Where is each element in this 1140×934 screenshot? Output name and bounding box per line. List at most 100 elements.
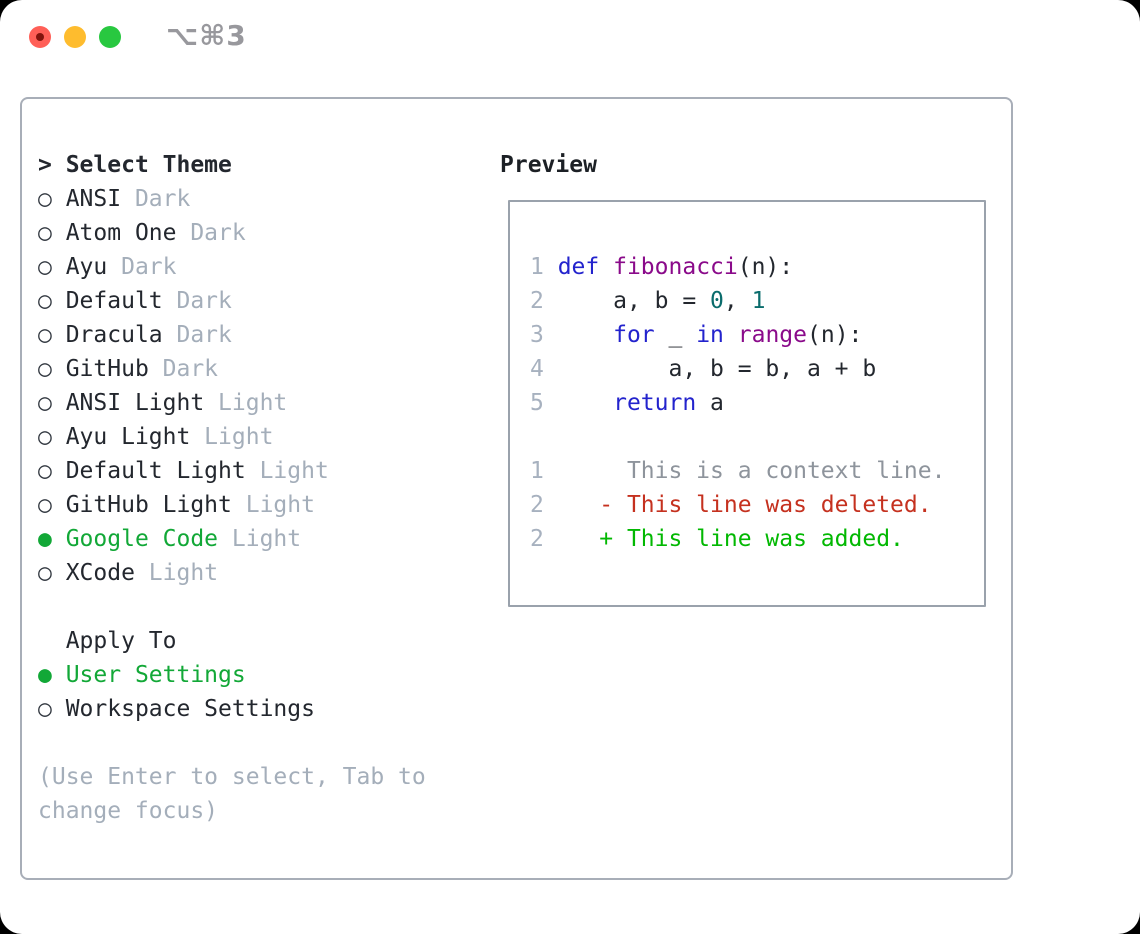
theme-name: Default Light bbox=[65, 458, 246, 484]
radio-icon: ○ bbox=[38, 322, 66, 348]
radio-icon: ○ bbox=[38, 220, 66, 246]
line-number: 2 bbox=[530, 288, 558, 314]
theme-variant-tag: Light bbox=[231, 492, 315, 518]
close-dot-icon bbox=[36, 33, 44, 41]
theme-variant-tag: Dark bbox=[121, 186, 191, 212]
code-token-add: + This line was added. bbox=[557, 526, 904, 552]
theme-name: Ayu Light bbox=[65, 424, 191, 450]
close-button[interactable] bbox=[29, 26, 51, 48]
theme-selector-column: > Select Theme○ ANSI Dark○ Atom One Dark… bbox=[38, 148, 426, 828]
theme-name: GitHub bbox=[65, 356, 149, 382]
spacer bbox=[38, 590, 426, 624]
theme-list-title: Select Theme bbox=[65, 152, 232, 178]
theme-option-default-dark[interactable]: ○ Default Dark bbox=[38, 284, 426, 318]
theme-option-ansi-light-light[interactable]: ○ ANSI Light Light bbox=[38, 386, 426, 420]
line-number: 3 bbox=[530, 322, 558, 348]
line-number: 2 bbox=[530, 526, 558, 552]
prompt-icon: > bbox=[38, 152, 66, 178]
theme-name: Atom One bbox=[65, 220, 177, 246]
theme-name: Default bbox=[65, 288, 163, 314]
theme-option-ayu-light-light[interactable]: ○ Ayu Light Light bbox=[38, 420, 426, 454]
code-token-lit: 1 bbox=[751, 288, 766, 314]
radio-icon: ○ bbox=[38, 288, 66, 314]
window-shortcut-label: ⌥⌘3 bbox=[166, 19, 247, 53]
code-line: 1 This is a context line. bbox=[530, 454, 945, 488]
code-token-kw: return bbox=[613, 390, 697, 416]
line-number: 5 bbox=[530, 390, 558, 416]
radio-icon: ○ bbox=[38, 492, 66, 518]
spacer bbox=[38, 726, 426, 760]
code-token-ctx: This is a context line. bbox=[557, 458, 946, 484]
code-line: 5 return a bbox=[530, 386, 945, 420]
line-number: 1 bbox=[530, 458, 558, 484]
theme-option-github-light-light[interactable]: ○ GitHub Light Light bbox=[38, 488, 426, 522]
code-token-pln: (n): bbox=[737, 254, 794, 280]
code-line: 2 - This line was deleted. bbox=[530, 488, 945, 522]
code-line: 2 a, b = 0, 1 bbox=[530, 284, 945, 318]
main-panel: > Select Theme○ ANSI Dark○ Atom One Dark… bbox=[20, 97, 1013, 880]
code-line: 1 def fibonacci(n): bbox=[530, 250, 945, 284]
minimize-button[interactable] bbox=[64, 26, 86, 48]
code-token-pln: a, b = bbox=[557, 288, 711, 314]
code-token-lit: 0 bbox=[710, 288, 724, 314]
theme-name: Google Code bbox=[65, 526, 219, 552]
radio-selected-icon: ● bbox=[38, 662, 66, 688]
theme-variant-tag: Light bbox=[218, 526, 302, 552]
theme-option-atom-one-dark[interactable]: ○ Atom One Dark bbox=[38, 216, 426, 250]
preview-header: Preview bbox=[500, 152, 597, 178]
code-token-fn: range bbox=[737, 322, 807, 348]
theme-option-github-dark[interactable]: ○ GitHub Dark bbox=[38, 352, 426, 386]
radio-icon: ○ bbox=[38, 560, 66, 586]
indent bbox=[38, 628, 66, 654]
apply-to-header: Apply To bbox=[38, 624, 426, 658]
code-token-pln: _ bbox=[654, 322, 697, 348]
theme-variant-tag: Light bbox=[190, 424, 274, 450]
radio-icon: ○ bbox=[38, 254, 66, 280]
apply-to-title: Apply To bbox=[65, 628, 177, 654]
theme-option-dracula-dark[interactable]: ○ Dracula Dark bbox=[38, 318, 426, 352]
radio-icon: ○ bbox=[38, 390, 66, 416]
code-token-kw: in bbox=[696, 322, 724, 348]
apply-option-user-settings[interactable]: ● User Settings bbox=[38, 658, 426, 692]
code-token-kw: for bbox=[613, 322, 655, 348]
code-token-fn: fibonacci bbox=[613, 254, 738, 280]
theme-option-ayu-dark[interactable]: ○ Ayu Dark bbox=[38, 250, 426, 284]
code-token-pln bbox=[558, 390, 613, 416]
code-token-pln: a bbox=[696, 390, 724, 416]
theme-option-default-light-light[interactable]: ○ Default Light Light bbox=[38, 454, 426, 488]
help-text: change focus) bbox=[38, 798, 219, 824]
zoom-button[interactable] bbox=[99, 26, 121, 48]
theme-variant-tag: Dark bbox=[148, 356, 219, 382]
radio-icon: ○ bbox=[38, 458, 66, 484]
theme-option-xcode-light[interactable]: ○ XCode Light bbox=[38, 556, 426, 590]
apply-option-label: User Settings bbox=[65, 662, 246, 688]
radio-icon: ○ bbox=[38, 424, 66, 450]
theme-variant-tag: Dark bbox=[176, 220, 246, 246]
theme-option-google-code-light[interactable]: ● Google Code Light bbox=[38, 522, 426, 556]
code-token-kw: def bbox=[557, 254, 600, 280]
theme-name: XCode bbox=[65, 560, 135, 586]
theme-list-header: > Select Theme bbox=[38, 148, 426, 182]
theme-name: Ayu bbox=[65, 254, 108, 280]
theme-variant-tag: Light bbox=[204, 390, 288, 416]
apply-option-workspace-settings[interactable]: ○ Workspace Settings bbox=[38, 692, 426, 726]
code-token-pln: , bbox=[723, 288, 752, 314]
theme-variant-tag: Dark bbox=[162, 288, 232, 314]
line-number: 1 bbox=[530, 254, 558, 280]
theme-name: ANSI bbox=[65, 186, 122, 212]
code-line: 4 a, b = b, a + b bbox=[530, 352, 945, 386]
line-number: 2 bbox=[530, 492, 558, 518]
radio-icon: ○ bbox=[38, 356, 66, 382]
theme-option-ansi-dark[interactable]: ○ ANSI Dark bbox=[38, 182, 426, 216]
help-text-line1: (Use Enter to select, Tab to bbox=[38, 760, 426, 794]
help-text: (Use Enter to select, Tab to bbox=[38, 764, 426, 790]
theme-name: GitHub Light bbox=[65, 492, 232, 518]
theme-variant-tag: Dark bbox=[107, 254, 177, 280]
titlebar: ⌥⌘3 bbox=[0, 0, 1140, 70]
code-token-del: - This line was deleted. bbox=[557, 492, 932, 518]
theme-variant-tag: Light bbox=[245, 458, 329, 484]
code-blank-line bbox=[530, 420, 945, 454]
code-token-pln: (n): bbox=[807, 322, 863, 348]
